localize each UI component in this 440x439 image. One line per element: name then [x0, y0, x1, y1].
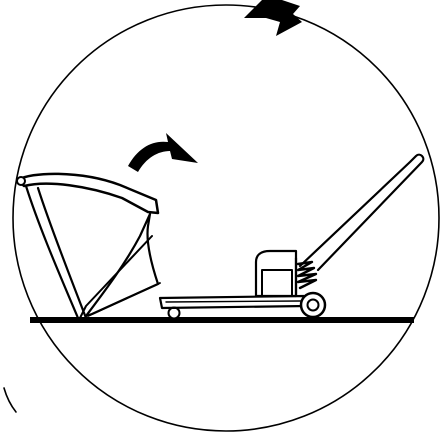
- ground-line: [30, 317, 414, 323]
- rotation-arrow-top-icon: [244, 0, 302, 36]
- frame-arc-fragment: [3, 387, 17, 413]
- hand-trolley-icon: [158, 153, 425, 320]
- curved-arrow-icon: [128, 133, 198, 172]
- frame-circle: [12, 4, 440, 432]
- tipping-bin-icon: [16, 172, 161, 320]
